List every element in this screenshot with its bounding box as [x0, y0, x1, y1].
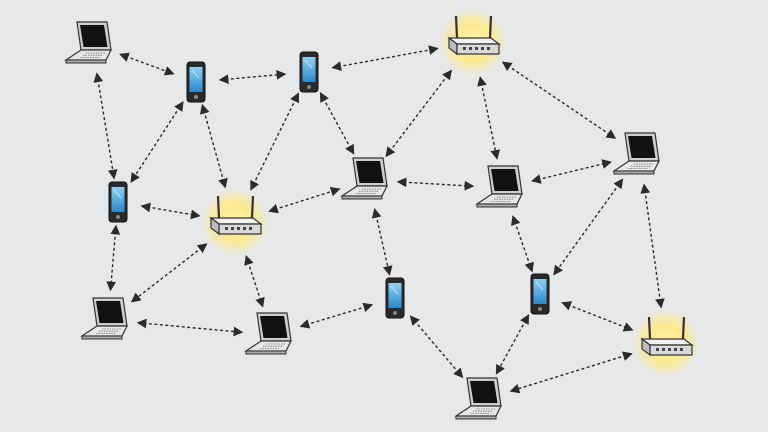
- phone-node: [186, 61, 206, 103]
- nodes-layer: [64, 8, 700, 420]
- link-phone-1-router-2: [199, 103, 228, 189]
- phone-icon: [108, 181, 128, 223]
- laptop-node: [340, 157, 388, 200]
- phone-node: [530, 273, 550, 315]
- link-router-1-laptop-4: [501, 61, 617, 139]
- laptop-icon: [612, 132, 660, 175]
- link-phone-3-laptop-5: [106, 224, 121, 292]
- link-laptop-2-laptop-3: [396, 177, 475, 191]
- link-phone-5-router-3: [561, 301, 634, 332]
- phone-icon: [530, 273, 550, 315]
- link-laptop-5-laptop-6: [136, 318, 244, 337]
- link-phone-5-laptop-7: [495, 314, 530, 375]
- link-laptop-4-router-3: [640, 183, 665, 309]
- laptop-icon: [475, 165, 523, 208]
- links-layer: [93, 45, 665, 394]
- link-router-2-laptop-6: [244, 255, 265, 308]
- link-phone-2-router-2: [250, 92, 300, 191]
- laptop-node: [612, 132, 660, 175]
- phone-node: [299, 51, 319, 93]
- laptop-node: [64, 21, 112, 64]
- laptop-node: [454, 377, 502, 420]
- link-phone-2-laptop-2: [319, 92, 355, 155]
- router-node: [632, 309, 700, 377]
- laptop-icon: [340, 157, 388, 200]
- laptop-node: [475, 165, 523, 208]
- router-icon: [632, 309, 700, 377]
- link-router-2-laptop-5: [130, 243, 208, 303]
- phone-node: [108, 181, 128, 223]
- link-laptop-3-laptop-4: [531, 159, 612, 184]
- link-router-2-laptop-2: [268, 186, 341, 214]
- router-node: [201, 188, 269, 256]
- laptop-icon: [64, 21, 112, 64]
- laptop-icon: [80, 297, 128, 340]
- link-phone-3-router-2: [140, 202, 201, 220]
- phone-node: [385, 277, 405, 319]
- link-router-1-laptop-2: [385, 69, 452, 158]
- link-laptop-1-phone-1: [119, 52, 175, 76]
- laptop-node: [244, 312, 292, 355]
- phone-icon: [186, 61, 206, 103]
- router-icon: [201, 188, 269, 256]
- link-laptop-3-phone-5: [511, 215, 534, 273]
- link-router-3-laptop-7: [509, 351, 633, 394]
- link-phone-1-phone-2: [218, 69, 287, 85]
- link-laptop-2-phone-4: [371, 208, 393, 276]
- link-phone-4-laptop-7: [409, 315, 464, 379]
- link-phone-2-router-1: [331, 45, 439, 71]
- phone-icon: [299, 51, 319, 93]
- laptop-icon: [244, 312, 292, 355]
- laptop-icon: [454, 377, 502, 420]
- link-phone-1-phone-3: [130, 101, 184, 183]
- laptop-node: [80, 297, 128, 340]
- link-laptop-1-phone-3: [93, 72, 118, 180]
- router-node: [439, 8, 507, 76]
- router-icon: [439, 8, 507, 76]
- link-router-1-laptop-3: [477, 76, 501, 160]
- link-laptop-6-phone-4: [299, 302, 374, 329]
- link-laptop-4-phone-5: [553, 178, 624, 276]
- phone-icon: [385, 277, 405, 319]
